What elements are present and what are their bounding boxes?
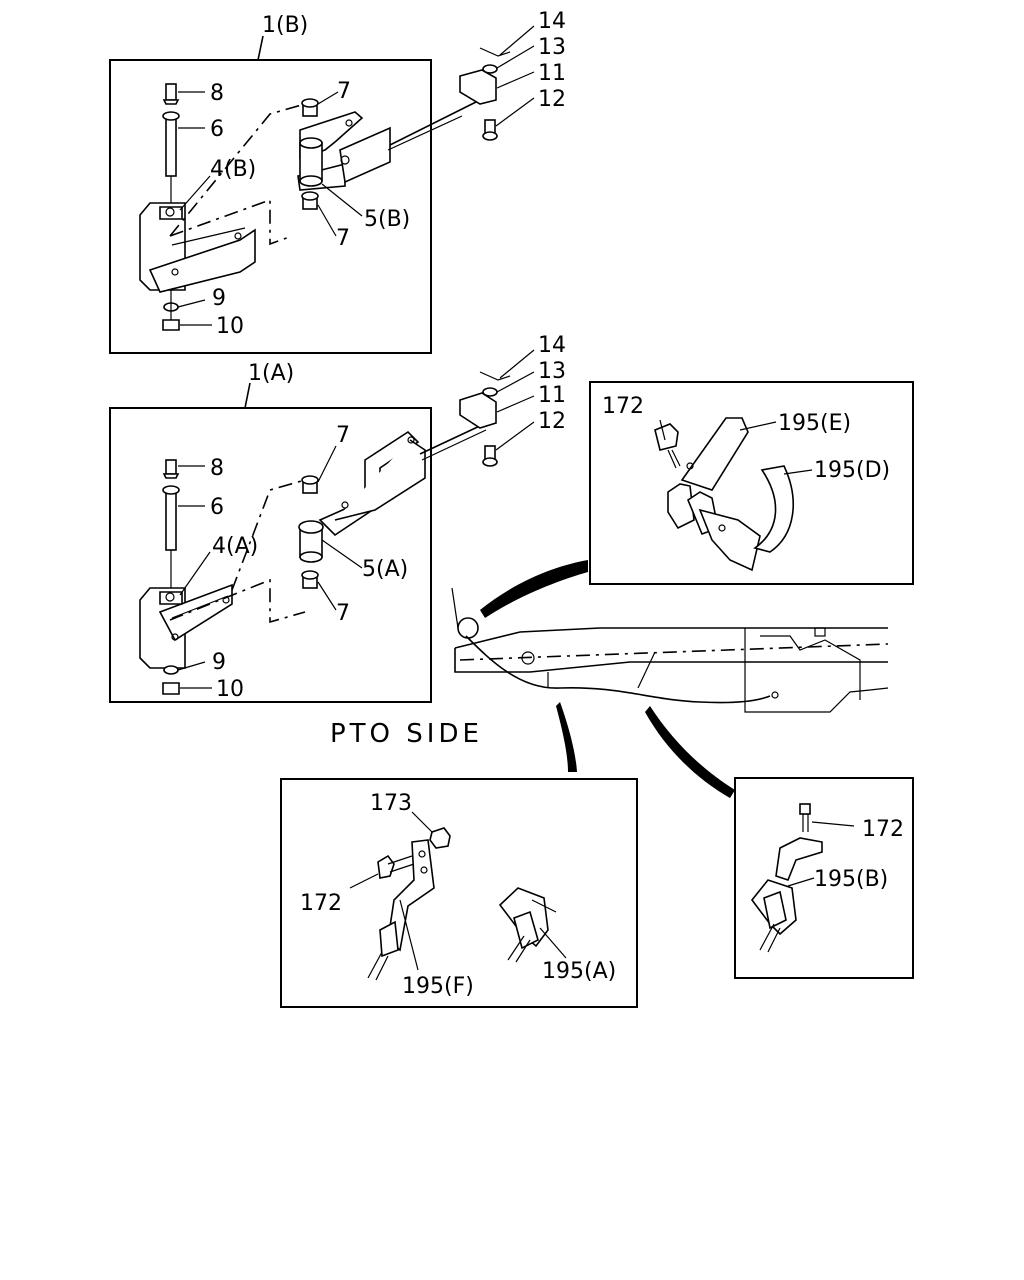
washer-9-a	[163, 665, 179, 675]
callout-172-top-right: 172	[602, 394, 644, 419]
callout-5a: 5(A)	[362, 557, 408, 582]
callout-7-bottom-a: 7	[336, 601, 350, 626]
callout-13-a: 13	[538, 359, 566, 384]
callout-12: 12	[538, 87, 566, 112]
bolt-172-right	[799, 803, 811, 832]
callout-9-a: 9	[212, 650, 226, 675]
bushing-7-top	[301, 98, 319, 117]
bolt-12-a	[482, 445, 498, 467]
clamp-195d	[753, 465, 794, 553]
pin-6	[162, 111, 180, 203]
bushing-7-bottom-a	[301, 570, 319, 589]
callout-7-bottom: 7	[336, 226, 350, 251]
clip-14-a	[479, 371, 511, 381]
callout-4a: 4(A)	[212, 534, 258, 559]
callout-7-top: 7	[337, 79, 351, 104]
callout-6-a: 6	[210, 495, 224, 520]
callout-4b: 4(B)	[210, 157, 256, 182]
callout-195d: 195(D)	[814, 458, 890, 483]
callout-11-a: 11	[538, 383, 566, 408]
detail-top-right-frame	[589, 381, 914, 585]
callout-172-bottom-center: 172	[300, 891, 342, 916]
pin-6-a	[162, 485, 180, 588]
pointer-to-bottom-right	[645, 706, 735, 798]
nut-10	[162, 319, 180, 331]
lever-5a	[298, 430, 426, 563]
callout-12-a: 12	[538, 409, 566, 434]
clamp-195e	[667, 417, 761, 572]
detail-bottom-center-frame	[280, 778, 638, 1008]
assembly-1b: 1(B)	[109, 9, 566, 354]
callout-6: 6	[210, 117, 224, 142]
callout-14-a: 14	[538, 333, 566, 358]
clamp-195a	[498, 887, 557, 963]
washer-13	[482, 64, 498, 74]
cable-clamp-11	[459, 69, 497, 105]
detail-bottom-right-frame	[734, 777, 914, 979]
callout-10-a: 10	[216, 677, 244, 702]
assembly-1a: 1(A)	[109, 333, 566, 703]
connector-ring	[457, 617, 479, 639]
lever-5b	[297, 111, 391, 191]
pto-side-label: PTO SIDE	[330, 719, 483, 749]
callout-173: 173	[370, 791, 412, 816]
bolt-172	[654, 423, 681, 469]
clamp-195b	[750, 837, 823, 953]
callout-172-bottom-right: 172	[862, 817, 904, 842]
bracket-4a	[139, 583, 233, 669]
nut-10-a	[162, 682, 180, 695]
bolt-172-bottom	[377, 854, 415, 879]
assembly-1a-title: 1(A)	[248, 361, 294, 386]
pointer-to-bottom-center	[556, 702, 577, 772]
callout-8-a: 8	[210, 456, 224, 481]
callout-5b: 5(B)	[364, 207, 410, 232]
grease-nipple-8-a	[162, 459, 180, 479]
callout-195b: 195(B)	[814, 867, 888, 892]
callout-9: 9	[212, 286, 226, 311]
callout-14: 14	[538, 9, 566, 34]
bushing-7-bottom	[301, 191, 319, 210]
detail-clamps-195f-195a: 173 172 195(F) 195(A)	[280, 778, 638, 1008]
detail-clamp-195b: 172 195(B)	[734, 777, 914, 979]
grease-nipple-8	[162, 83, 180, 105]
clip-14	[479, 47, 511, 57]
bracket-4b	[139, 202, 256, 293]
assembly-1b-title: 1(B)	[262, 13, 308, 38]
callout-195a: 195(A)	[542, 959, 616, 984]
chassis-frame-view	[451, 560, 889, 798]
clamp-195f	[367, 839, 435, 981]
callout-11: 11	[538, 61, 566, 86]
nut-173	[429, 827, 451, 849]
callout-8: 8	[210, 81, 224, 106]
callout-10: 10	[216, 314, 244, 339]
bolt-12	[482, 119, 498, 141]
bushing-7-top-a	[301, 475, 319, 494]
cable-clamp-11-a	[459, 392, 497, 429]
washer-13-a	[482, 387, 498, 397]
assembly-1b-frame	[109, 59, 432, 354]
callout-13: 13	[538, 35, 566, 60]
callout-7-top-a: 7	[336, 423, 350, 448]
detail-clamps-195e-195d: 172 195(E) 195(D)	[589, 381, 914, 585]
callout-195e: 195(E)	[778, 411, 851, 436]
assembly-1a-frame	[109, 407, 432, 703]
pointer-to-top-detail	[480, 560, 588, 618]
wire-harness	[465, 635, 771, 704]
callout-195f: 195(F)	[402, 974, 474, 999]
